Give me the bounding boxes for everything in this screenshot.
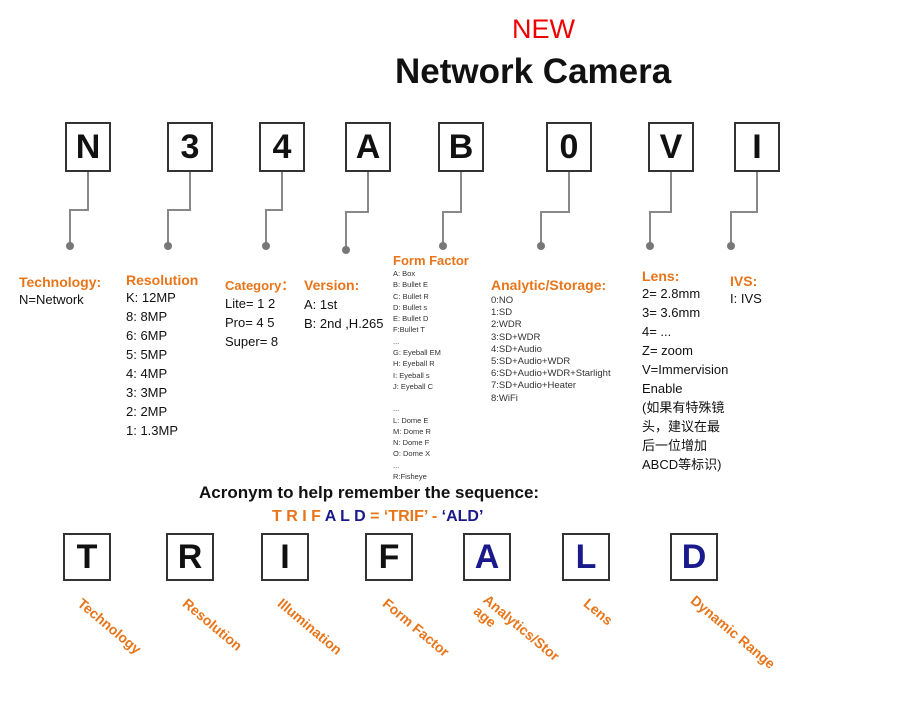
code-box: 0 (546, 122, 592, 172)
acronym-blue: A L D (324, 508, 366, 525)
section-heading: Technology: (19, 274, 102, 290)
code-box: N (65, 122, 111, 172)
section-item: V=Immervision (642, 362, 729, 377)
new-label: NEW (512, 14, 575, 44)
section-item: Enable (642, 381, 683, 396)
section-heading: Version: (304, 277, 360, 293)
section-item: ... (393, 336, 400, 346)
section-item: K: 12MP (126, 290, 176, 305)
section-item: 4: 4MP (126, 366, 168, 381)
section-item: N: Dome F (393, 438, 430, 448)
section-item: 1: 1.3MP (126, 423, 179, 438)
ivs-section: IVS: I: IVS (730, 273, 762, 308)
code-box: B (438, 122, 484, 172)
section-item: 4:SD+Audio (491, 343, 542, 355)
section-item: 后一位增加 (642, 438, 708, 453)
acronym-formula: T R I F A L D = ‘TRIF’ - ‘ALD’ (272, 508, 483, 526)
section-item: J: Eyeball C (393, 381, 434, 391)
section-item: ABCD等标识) (642, 457, 722, 472)
section-item: 2: 2MP (126, 404, 168, 419)
acronym-box: D (670, 533, 718, 581)
code-box: I (734, 122, 780, 172)
section-item: 1:SD (491, 307, 513, 319)
section-item: 2:WDR (491, 319, 522, 331)
section-item (393, 392, 469, 403)
technology-section: Technology: N=Network (19, 274, 101, 309)
section-item: H: Eyeball R (393, 359, 435, 369)
section-item: O: Dome X (393, 449, 431, 459)
section-heading: Analytic/Storage: (491, 277, 607, 293)
section-item: 5:SD+Audio+WDR (491, 356, 571, 368)
section-item: 0:NO (491, 295, 514, 306)
section-heading: Lens: (642, 268, 680, 284)
section-item: A: 1st (304, 297, 338, 312)
section-item: I: Eyeball s (393, 370, 430, 380)
section-item: 头，建议在最 (642, 419, 721, 434)
section-item: L: Dome E (393, 415, 429, 425)
section-item: G: Eyeball EM (393, 348, 441, 358)
section-item: 3= 3.6mm (642, 305, 701, 320)
acronym-box: I (261, 533, 309, 581)
version-section: Version: A: 1st B: 2nd ,H.265 (304, 277, 384, 333)
section-item: F:Bullet T (393, 325, 425, 335)
section-item: 6:SD+Audio+WDR+Starlight (491, 368, 611, 380)
section-item: Lite= 1 2 (225, 296, 276, 311)
section-item: Super= 8 (225, 334, 279, 349)
section-item: Pro= 4 5 (225, 315, 275, 330)
acronym-heading: Acronym to help remember the sequence: (199, 483, 540, 502)
category-section: Category： Lite= 1 2 Pro= 4 5 Super= 8 (225, 275, 294, 351)
section-item: E: Bullet D (393, 314, 429, 324)
section-item: 3:SD+WDR (491, 331, 541, 343)
section-item: Z= zoom (642, 343, 693, 358)
section-item: D: Bullet s (393, 302, 428, 312)
section-item: 3: 3MP (126, 385, 168, 400)
section-item: R:Fisheye (393, 472, 427, 482)
code-box: V (648, 122, 694, 172)
resolution-section: Resolution K: 12MP 8: 8MP 6: 6MP 5: 5MP … (126, 272, 198, 440)
section-item: 8: 8MP (126, 309, 168, 324)
code-box: 3 (167, 122, 213, 172)
section-item: 7:SD+Audio+Heater (491, 380, 577, 392)
section-item: 6: 6MP (126, 328, 168, 343)
section-item: M: Dome R (393, 426, 431, 436)
acronym-box: R (166, 533, 214, 581)
page-title: Network Camera (395, 52, 672, 91)
acronym-blue-quote: ‘ALD’ (441, 508, 484, 525)
acronym-box: A (463, 533, 511, 581)
section-item: B: Bullet E (393, 280, 429, 290)
acronym-box: F (365, 533, 413, 581)
section-item: 4= ... (642, 324, 672, 339)
section-item: C: Bullet R (393, 291, 429, 301)
acronym-box: L (562, 533, 610, 581)
section-item: (如果有特殊镜 (642, 400, 725, 415)
section-heading: Form Factor (393, 253, 469, 268)
section-item: ... (393, 404, 400, 414)
section-heading: IVS: (730, 273, 758, 289)
section-item: 2= 2.8mm (642, 286, 701, 301)
section-item: A: Box (393, 269, 416, 278)
section-item: 5: 5MP (126, 347, 168, 362)
section-item: N=Network (19, 292, 84, 307)
code-box: 4 (259, 122, 305, 172)
section-item: ... (393, 460, 400, 470)
section-item: 8:WiFi (491, 392, 518, 404)
section-heading: Resolution (126, 272, 199, 288)
code-box: A (345, 122, 391, 172)
acronym-equals: = ‘TRIF’ - (365, 508, 442, 525)
section-item: I: IVS (730, 291, 762, 306)
acronym-orange: T R I F (272, 508, 325, 525)
section-item: B: 2nd ,H.265 (304, 316, 384, 331)
section-heading: Category： (225, 278, 295, 293)
acronym-box: T (63, 533, 111, 581)
